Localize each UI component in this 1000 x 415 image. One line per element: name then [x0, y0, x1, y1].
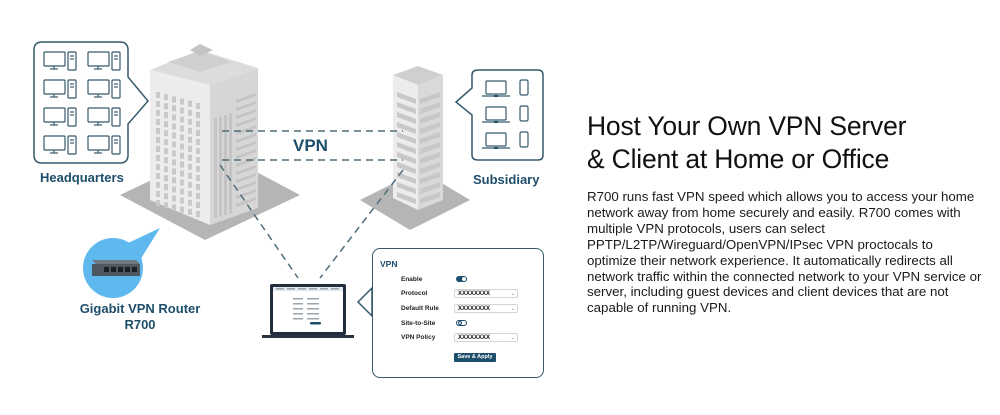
default-rule-select[interactable]: XXXXXXXX ⌄ [454, 304, 518, 313]
phone-icon [519, 79, 529, 96]
site-to-site-label: Site-to-Site [401, 320, 436, 327]
protocol-row: Protocol XXXXXXXX ⌄ [401, 289, 536, 300]
headquarters-building [120, 44, 300, 240]
headquarters-callout [33, 41, 149, 164]
desktop-pc-icon [87, 51, 121, 71]
desktop-pc-icon [87, 107, 121, 127]
laptop-device-icon [482, 132, 510, 149]
desktop-pc-icon [43, 135, 77, 155]
desktop-pc-icon [87, 135, 121, 155]
vpn-policy-value: XXXXXXXX [458, 335, 491, 341]
router-icon [92, 260, 140, 276]
chevron-down-icon: ⌄ [510, 335, 515, 341]
vpn-policy-select[interactable]: XXXXXXXX ⌄ [454, 333, 518, 342]
vpn-tunnel-label: VPN [293, 136, 328, 155]
vpn-policy-row: VPN Policy XXXXXXXX ⌄ [401, 333, 536, 344]
description-text: R700 runs fast VPN speed which allows yo… [587, 189, 982, 316]
panel-pointer [356, 286, 373, 318]
desktop-pc-icon [43, 79, 77, 99]
laptop-icon [262, 284, 354, 338]
save-apply-button[interactable]: Save & Apply [454, 353, 496, 362]
router-label-name: Gigabit VPN Router [79, 301, 201, 316]
default-rule-row: Default Rule XXXXXXXX ⌄ [401, 304, 536, 315]
protocol-value: XXXXXXXX [458, 291, 491, 297]
vpn-network-diagram: Headquarters Subsidiary VPN Gigabit VPN … [33, 41, 544, 378]
vpn-settings-panel: VPN Enable Protocol XXXXXXXX ⌄ Default Ru… [372, 248, 544, 378]
subsidiary-callout [454, 69, 544, 161]
default-rule-value: XXXXXXXX [458, 306, 491, 312]
default-rule-label: Default Rule [401, 305, 439, 312]
page-title: Host Your Own VPN Server & Client at Hom… [587, 110, 987, 176]
enable-label: Enable [401, 276, 423, 283]
phone-icon [519, 105, 529, 122]
protocol-select[interactable]: XXXXXXXX ⌄ [454, 289, 518, 298]
site-to-site-toggle[interactable] [456, 320, 467, 326]
headline-line-2: & Client at Home or Office [587, 144, 890, 174]
router-callout [83, 228, 160, 298]
subsidiary-label: Subsidiary [473, 172, 540, 187]
subsidiary-building [360, 66, 470, 230]
desktop-pc-icon [87, 79, 121, 99]
protocol-label: Protocol [401, 290, 428, 297]
router-label: Gigabit VPN Router R700 [60, 301, 220, 333]
laptop-device-icon [482, 80, 510, 97]
diagram-graphics [33, 41, 544, 338]
site-to-site-row: Site-to-Site [401, 319, 536, 330]
headline-line-1: Host Your Own VPN Server [587, 111, 907, 141]
desktop-pc-icon [43, 107, 77, 127]
headquarters-label: Headquarters [40, 170, 124, 185]
chevron-down-icon: ⌄ [510, 291, 515, 297]
vpn-policy-label: VPN Policy [401, 334, 436, 341]
vpn-tunnel-lines [219, 130, 404, 279]
vpn-panel-title: VPN [380, 259, 398, 269]
router-label-model: R700 [124, 317, 156, 332]
phone-icon [519, 131, 529, 148]
enable-toggle[interactable] [456, 276, 467, 282]
chevron-down-icon: ⌄ [510, 306, 515, 312]
desktop-pc-icon [43, 51, 77, 71]
enable-row: Enable [401, 275, 536, 286]
laptop-device-icon [482, 106, 510, 123]
